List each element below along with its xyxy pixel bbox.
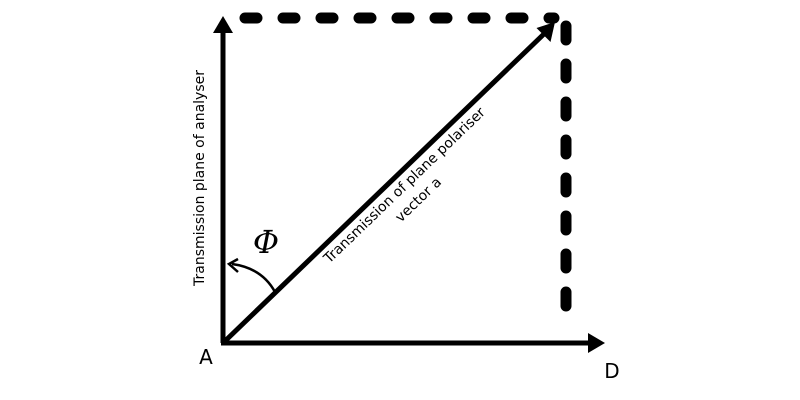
x-end-label-d: D — [604, 359, 619, 383]
origin-label-a: A — [199, 345, 213, 369]
angle-symbol: Φ — [253, 223, 279, 261]
horizontal-axis-arrowhead — [588, 333, 605, 353]
analyser-axis-arrowhead — [213, 16, 233, 33]
polariser-vector-line — [221, 30, 548, 345]
polariser-label-line1: Transmission of plane polariser — [320, 104, 489, 267]
analyser-axis-label: Transmission plane of analyser — [192, 70, 208, 287]
polariser-vector-label: Transmission of plane polariser vector a — [320, 104, 489, 267]
polariser-vector-arrowhead — [536, 22, 555, 42]
angle-arc — [231, 262, 277, 293]
angle-arc-arrowhead — [226, 257, 239, 273]
